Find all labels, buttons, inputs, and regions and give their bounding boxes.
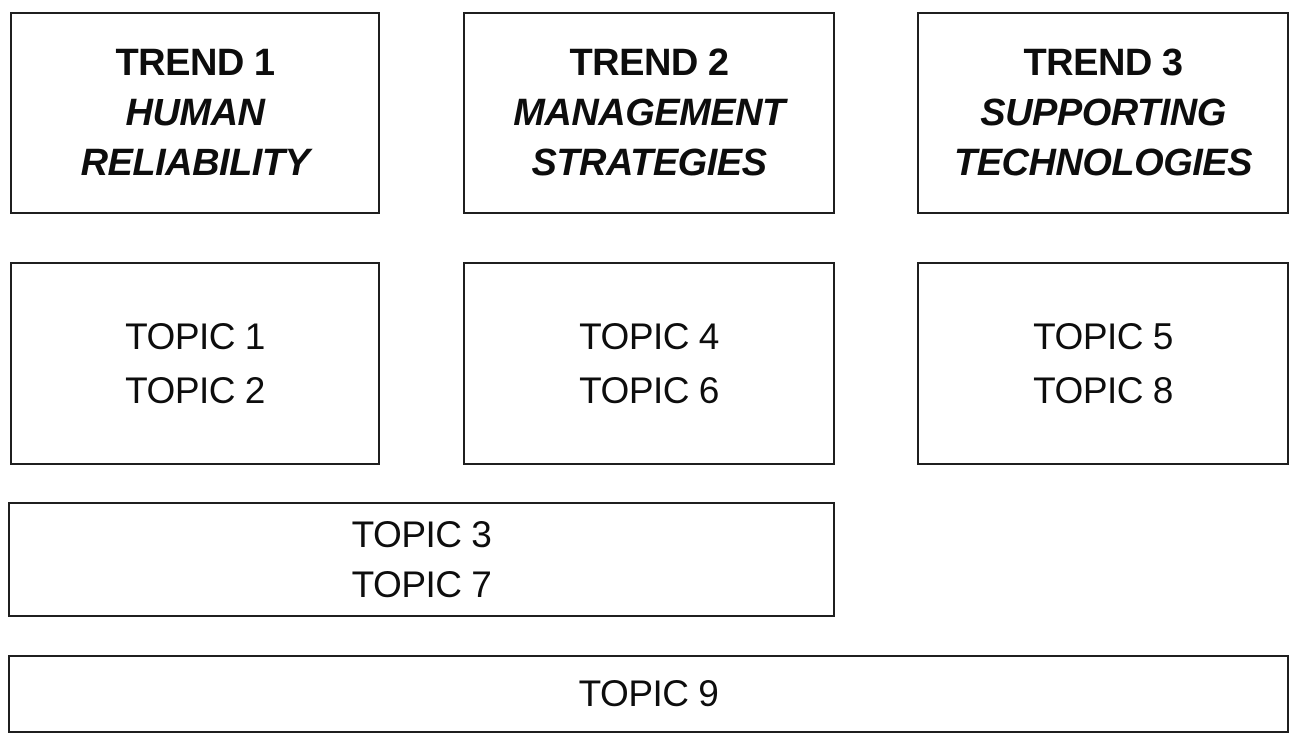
trend-1-box: TREND 1 HUMAN RELIABILITY <box>10 12 380 214</box>
trend-2-name-line-2: STRATEGIES <box>531 142 768 184</box>
topic-label: TOPIC 8 <box>1033 369 1173 411</box>
topic-label: TOPIC 2 <box>125 369 265 411</box>
trend-2-label: TREND 2 <box>569 42 729 84</box>
trend-3-name-line-1: SUPPORTING <box>980 92 1226 134</box>
topic-label: TOPIC 5 <box>1033 315 1173 357</box>
trend-1-label: TREND 1 <box>115 42 275 84</box>
topic-label: TOPIC 7 <box>351 563 492 605</box>
topic-label: TOPIC 6 <box>579 369 719 411</box>
trend-2-name-line-1: MANAGEMENT <box>513 92 785 134</box>
trend-3-label: TREND 3 <box>1023 42 1183 84</box>
topic-label: TOPIC 4 <box>579 315 719 357</box>
topic-label: TOPIC 9 <box>578 673 719 714</box>
trend-2-topics-box: TOPIC 4 TOPIC 6 <box>463 262 835 465</box>
trend-1-name-line-1: HUMAN <box>125 92 265 134</box>
trend-3-topics-box: TOPIC 5 TOPIC 8 <box>917 262 1289 465</box>
topic-label: TOPIC 3 <box>351 513 492 555</box>
topic-label: TOPIC 1 <box>125 315 265 357</box>
trend-3-name-line-2: TECHNOLOGIES <box>953 142 1253 184</box>
trend-3-box: TREND 3 SUPPORTING TECHNOLOGIES <box>917 12 1289 214</box>
trend-2-box: TREND 2 MANAGEMENT STRATEGIES <box>463 12 835 214</box>
spanning-topics-box: TOPIC 3 TOPIC 7 <box>8 502 835 617</box>
trend-1-name-line-2: RELIABILITY <box>80 142 310 184</box>
full-width-topic-box: TOPIC 9 <box>8 655 1289 733</box>
trend-1-topics-box: TOPIC 1 TOPIC 2 <box>10 262 380 465</box>
